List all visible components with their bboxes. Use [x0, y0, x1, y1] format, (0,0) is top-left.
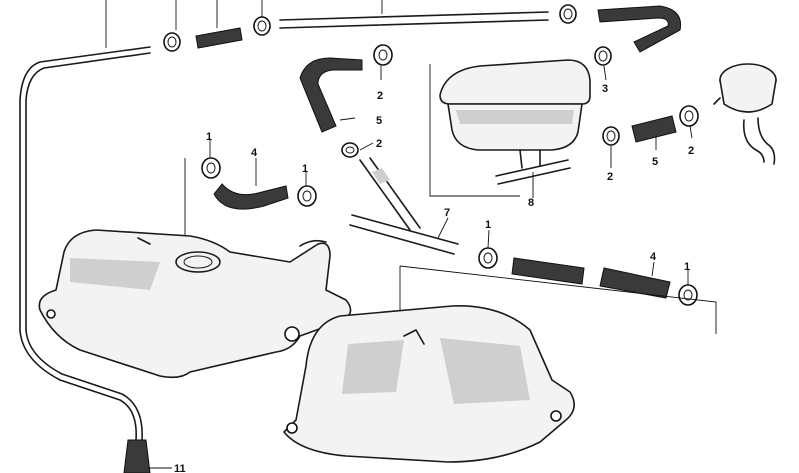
callout-3: 3	[602, 83, 608, 95]
expansion-tank	[439, 59, 591, 185]
bent-hose-upper	[299, 57, 363, 133]
callouts: 1 1 1 1 2 2 2 2 3 4 4 5 5 7 8 11	[174, 83, 694, 473]
clamp-mid-left	[201, 157, 221, 179]
callout-11: 11	[174, 463, 186, 473]
guide-line-tank	[429, 64, 520, 197]
callout-5: 5	[376, 115, 382, 127]
clamp-right-lower	[678, 284, 698, 306]
top-right-hose	[597, 5, 682, 53]
callout-1: 1	[485, 219, 491, 231]
top-hose-1	[195, 27, 243, 49]
hose-mid-right	[511, 257, 585, 285]
callout-4: 4	[650, 251, 657, 263]
guide-line-right	[399, 265, 717, 334]
hose-mid-left	[213, 183, 289, 210]
clamp-right-mid	[602, 126, 620, 146]
bottom-fitting	[123, 439, 151, 473]
callout-leaders	[148, 65, 693, 469]
callout-2: 2	[377, 90, 383, 102]
top-vent-pipe	[279, 11, 549, 29]
callout-4: 4	[251, 147, 258, 159]
callout-8: 8	[528, 197, 534, 209]
top-clamp-2	[253, 16, 271, 36]
hose-right-lower	[599, 267, 671, 299]
vent-line-left	[19, 46, 151, 456]
callout-2: 2	[688, 145, 694, 157]
clamp-under-hose	[341, 142, 359, 158]
clamp-right-far	[679, 105, 699, 127]
fuel-tank-left	[38, 229, 352, 379]
top-clamp-3	[559, 4, 577, 24]
callout-5: 5	[652, 156, 658, 168]
callout-7: 7	[444, 207, 450, 219]
clamp-mid-left2	[297, 185, 317, 207]
callout-2: 2	[376, 138, 382, 150]
callout-1: 1	[302, 163, 308, 175]
callout-1: 1	[206, 131, 212, 143]
clamp-upper-mid	[373, 44, 393, 66]
clamp-mid-right	[478, 247, 498, 269]
clamp-right-upper	[594, 46, 612, 66]
filter-canister	[713, 63, 777, 165]
callout-2: 2	[607, 171, 613, 183]
t-connector	[349, 157, 459, 255]
hose-right-mid	[631, 115, 677, 143]
fuel-tank-right	[283, 305, 575, 463]
top-clamp-1	[163, 32, 181, 52]
callout-1: 1	[684, 261, 690, 273]
